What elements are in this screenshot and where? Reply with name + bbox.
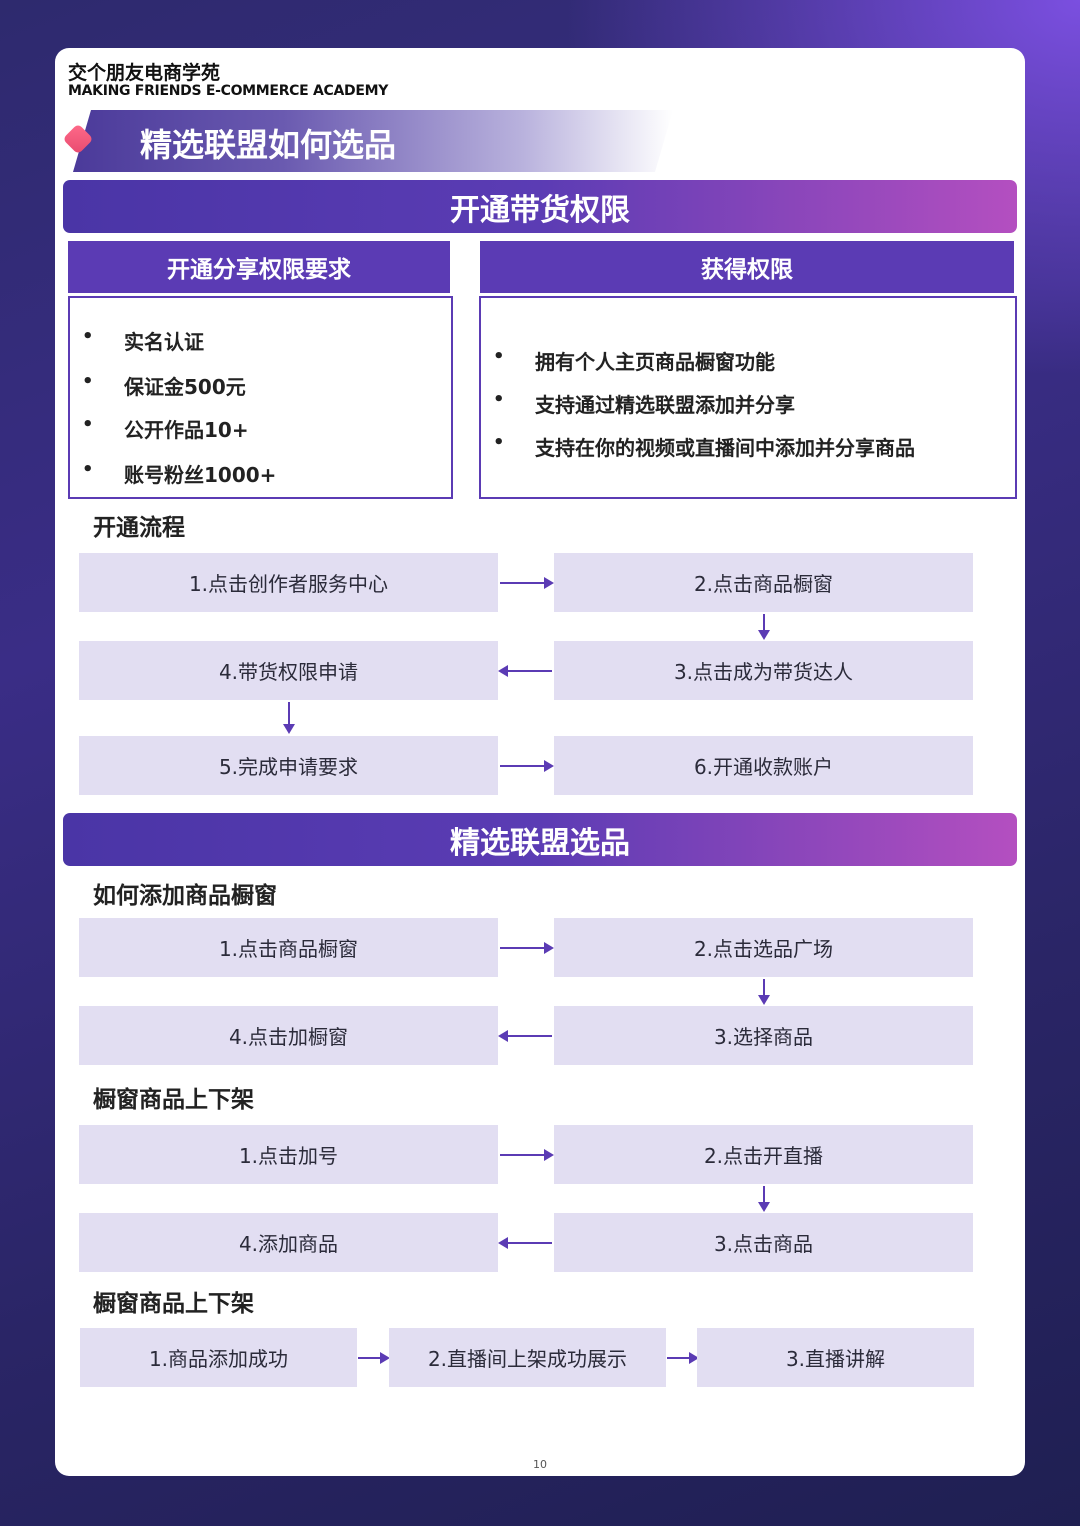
section-title-selection: 精选联盟选品 bbox=[63, 813, 1017, 866]
process-step-2: 2.点击商品橱窗 bbox=[554, 553, 973, 612]
arrow-down-icon bbox=[758, 979, 770, 1005]
shelf2-step-1: 1.商品添加成功 bbox=[80, 1328, 357, 1387]
list-item: 实名认证 bbox=[82, 326, 451, 355]
section-title-permissions: 开通带货权限 bbox=[63, 180, 1017, 233]
list-item: 支持在你的视频或直播间中添加并分享商品 bbox=[493, 432, 1015, 461]
add-step-1: 1.点击商品橱窗 bbox=[79, 918, 498, 977]
arrow-right-icon bbox=[500, 1149, 554, 1161]
arrow-left-icon bbox=[498, 1030, 552, 1042]
permissions-list: 拥有个人主页商品橱窗功能 支持通过精选联盟添加并分享 支持在你的视频或直播间中添… bbox=[481, 298, 1015, 461]
shelf-heading-1: 橱窗商品上下架 bbox=[93, 1087, 254, 1113]
arrow-down-icon bbox=[758, 614, 770, 640]
process-step-4: 4.带货权限申请 bbox=[79, 641, 498, 700]
list-item: 支持通过精选联盟添加并分享 bbox=[493, 389, 1015, 418]
process-step-5: 5.完成申请要求 bbox=[79, 736, 498, 795]
process-heading: 开通流程 bbox=[93, 515, 185, 541]
shelf-step-3: 3.点击商品 bbox=[554, 1213, 973, 1272]
arrow-right-icon bbox=[500, 577, 554, 589]
list-item: 账号粉丝1000+ bbox=[82, 459, 451, 488]
requirements-box: 实名认证 保证金500元 公开作品10+ 账号粉丝1000+ bbox=[68, 296, 453, 499]
shelf-step-1: 1.点击加号 bbox=[79, 1125, 498, 1184]
process-step-3: 3.点击成为带货达人 bbox=[554, 641, 973, 700]
requirements-list: 实名认证 保证金500元 公开作品10+ 账号粉丝1000+ bbox=[70, 298, 451, 488]
add-step-2: 2.点击选品广场 bbox=[554, 918, 973, 977]
process-step-1: 1.点击创作者服务中心 bbox=[79, 553, 498, 612]
arrow-down-icon bbox=[283, 702, 295, 734]
list-item: 保证金500元 bbox=[82, 371, 451, 400]
shelf-step-4: 4.添加商品 bbox=[79, 1213, 498, 1272]
page-title: 精选联盟如何选品 bbox=[140, 126, 397, 164]
add-window-heading: 如何添加商品橱窗 bbox=[93, 883, 277, 909]
page-number: 10 bbox=[533, 1458, 547, 1471]
arrow-left-icon bbox=[498, 665, 552, 677]
arrow-right-icon bbox=[667, 1352, 699, 1364]
shelf2-step-3: 3.直播讲解 bbox=[697, 1328, 974, 1387]
process-step-6: 6.开通收款账户 bbox=[554, 736, 973, 795]
permissions-box: 拥有个人主页商品橱窗功能 支持通过精选联盟添加并分享 支持在你的视频或直播间中添… bbox=[479, 296, 1017, 499]
arrow-right-icon bbox=[500, 942, 554, 954]
list-item: 拥有个人主页商品橱窗功能 bbox=[493, 346, 1015, 375]
page-card: 交个朋友电商学苑 MAKING FRIENDS E-COMMERCE ACADE… bbox=[55, 48, 1025, 1476]
shelf-step-2: 2.点击开直播 bbox=[554, 1125, 973, 1184]
shelf-heading-2: 橱窗商品上下架 bbox=[93, 1291, 254, 1317]
add-step-4: 4.点击加橱窗 bbox=[79, 1006, 498, 1065]
requirements-heading: 开通分享权限要求 bbox=[68, 241, 450, 293]
arrow-down-icon bbox=[758, 1186, 770, 1212]
shelf2-step-2: 2.直播间上架成功展示 bbox=[389, 1328, 666, 1387]
add-step-3: 3.选择商品 bbox=[554, 1006, 973, 1065]
arrow-right-icon bbox=[358, 1352, 390, 1364]
list-item: 公开作品10+ bbox=[82, 414, 451, 443]
brand-name-en: MAKING FRIENDS E-COMMERCE ACADEMY bbox=[68, 83, 389, 99]
permissions-heading: 获得权限 bbox=[480, 241, 1014, 293]
brand-name-cn: 交个朋友电商学苑 bbox=[68, 62, 221, 84]
title-band bbox=[73, 110, 673, 172]
arrow-right-icon bbox=[500, 760, 554, 772]
arrow-left-icon bbox=[498, 1237, 552, 1249]
